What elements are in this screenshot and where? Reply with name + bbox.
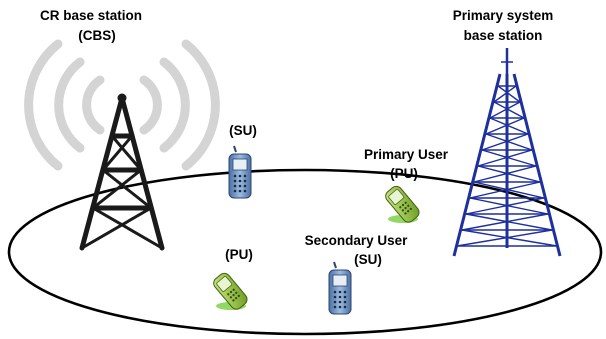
secondary-user-phone-icon	[328, 261, 352, 315]
pu-label-left: (PU)	[225, 247, 253, 262]
primary-bs-label-line1: Primary system	[453, 8, 554, 23]
primary-base-station-lattice-tower-icon	[452, 48, 562, 257]
secondary-user-phone-icon	[228, 145, 252, 199]
su-label-top: (SU)	[229, 123, 257, 138]
primary-bs-label-line2: base station	[464, 28, 543, 43]
secondary-user-label-line2: (SU)	[354, 252, 382, 267]
cr-base-station-tower-icon	[24, 39, 220, 251]
primary-user-label-line1: Primary User	[364, 147, 449, 162]
coverage-area-ellipse	[7, 168, 603, 336]
secondary-user-label-line1: Secondary User	[305, 233, 409, 248]
cbs-label-line1: CR base station	[40, 8, 142, 23]
primary-user-phone-icon	[210, 270, 250, 313]
primary-user-label-line2: (PU)	[390, 166, 418, 181]
cbs-label-line2: (CBS)	[78, 28, 116, 43]
primary-user-phone-icon	[382, 183, 422, 226]
signal-waves-icon	[24, 39, 220, 171]
